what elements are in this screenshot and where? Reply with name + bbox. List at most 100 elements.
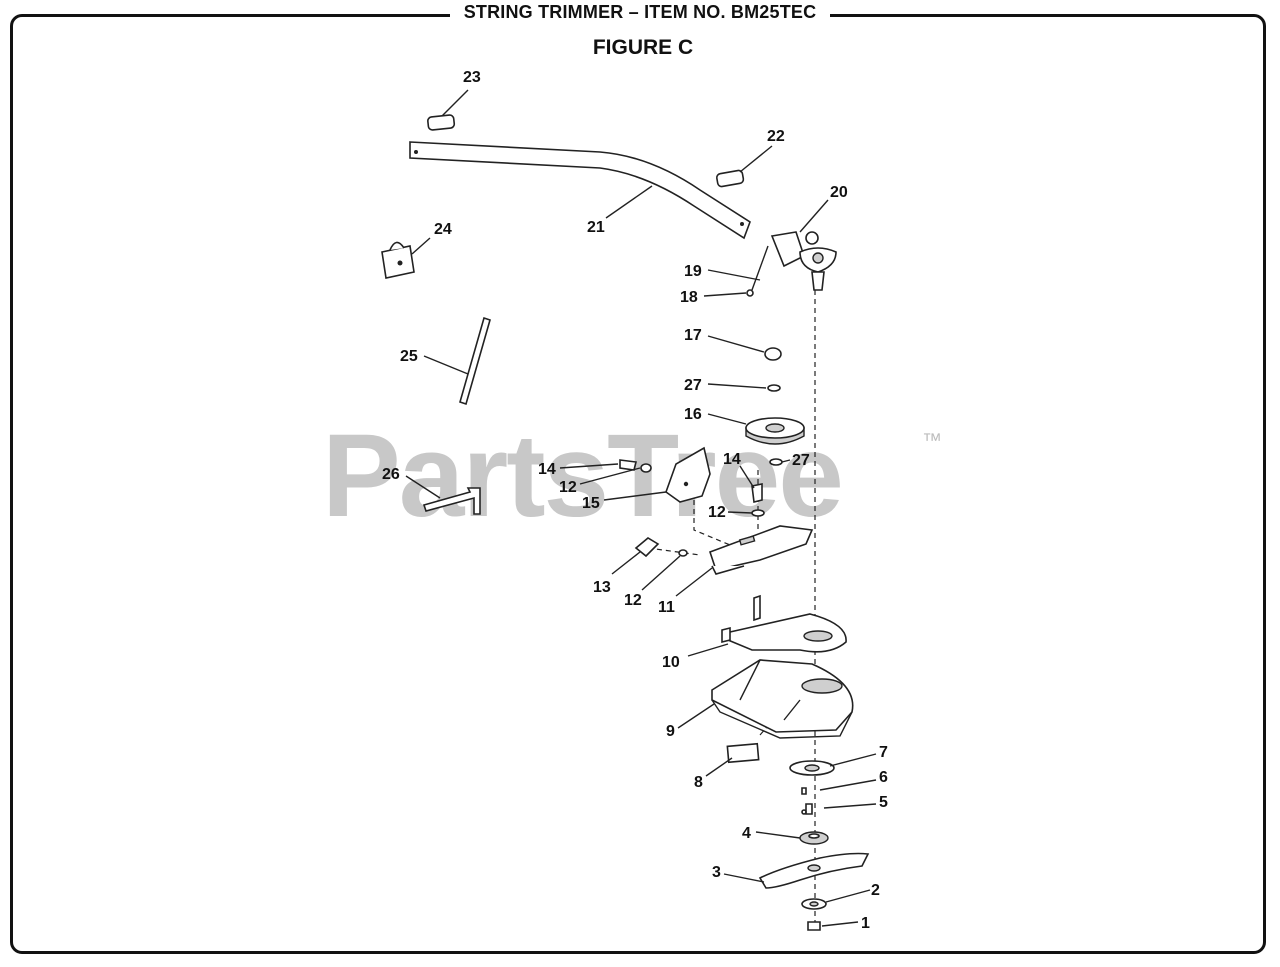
leader-3 (723, 873, 765, 883)
callout-22: 22 (767, 128, 785, 145)
leader-27-lower (781, 459, 791, 463)
callout-12-bracket: 12 (624, 592, 642, 609)
part-4-adapter (799, 831, 829, 845)
part-1-nut (807, 921, 821, 931)
callout-10: 10 (662, 654, 680, 671)
callout-15: 15 (582, 495, 600, 512)
leader-22 (739, 145, 773, 173)
leader-15 (603, 491, 667, 501)
part-9-blade-guard (711, 659, 854, 739)
part-8-label (726, 742, 760, 764)
leader-12-right (727, 511, 753, 514)
part-7-washer-plate (789, 760, 835, 776)
callout-13: 13 (593, 579, 611, 596)
part-12-washer-bracket (678, 549, 688, 557)
callout-27-lower: 27 (792, 452, 810, 469)
part-14-bolt-right (751, 483, 763, 503)
part-20-gear-head (770, 231, 837, 291)
tube-hole-end (740, 222, 744, 226)
part-23-label (427, 114, 456, 131)
part-12-washer-right (751, 509, 765, 517)
part-11-bracket (708, 525, 814, 575)
callout-23: 23 (463, 69, 481, 86)
part-17-cap (764, 347, 782, 361)
leader-6 (819, 779, 877, 791)
leader-14-right (739, 465, 755, 489)
leader-17 (707, 335, 765, 353)
part-6-pin (801, 787, 807, 795)
leader-1 (821, 921, 859, 927)
leader-4 (755, 831, 801, 839)
leader-25 (423, 355, 469, 375)
leader-5 (823, 803, 877, 809)
callout-16: 16 (684, 406, 702, 423)
tube-hole (414, 150, 418, 154)
part-14-bolt-left (619, 459, 637, 471)
guard-hole (683, 481, 689, 487)
leader-13 (611, 551, 641, 575)
part-27-washer-lower (769, 458, 783, 466)
part-26-hex-key (422, 487, 481, 515)
part-5-key (805, 803, 813, 815)
callout-5: 5 (879, 794, 888, 811)
part-3-blade (758, 852, 870, 889)
callout-8: 8 (694, 774, 703, 791)
leader-12-left (579, 467, 641, 485)
part-18-nut (746, 289, 754, 297)
leader-23 (441, 89, 469, 117)
callout-9: 9 (666, 723, 675, 740)
part-19-screw (751, 245, 769, 291)
leader-11 (675, 567, 713, 597)
leader-10 (687, 643, 729, 657)
watermark-trademark: ™ (922, 430, 942, 452)
callout-24: 24 (434, 221, 452, 238)
callout-14-right: 14 (723, 451, 741, 468)
leader-2 (825, 889, 871, 903)
callout-4: 4 (742, 825, 751, 842)
leader-18 (703, 292, 747, 297)
callout-19: 19 (684, 263, 702, 280)
callout-14-left: 14 (538, 461, 556, 478)
part-13-nut (634, 537, 660, 558)
part-10-mounting-plate (721, 594, 847, 653)
part-6-ring (801, 809, 807, 815)
callout-6: 6 (879, 769, 888, 786)
callout-25: 25 (400, 348, 418, 365)
leader-26 (405, 475, 441, 499)
callout-2: 2 (871, 882, 880, 899)
leader-9 (677, 703, 715, 729)
callout-7: 7 (879, 744, 888, 761)
part-25-rod (459, 316, 491, 406)
assembly-axis-bracket (647, 547, 701, 556)
part-27-washer-upper (767, 384, 781, 392)
callout-12-right: 12 (708, 504, 726, 521)
part-16-knob (745, 417, 805, 445)
leader-7 (829, 753, 877, 767)
leader-16 (707, 413, 747, 425)
leader-19 (707, 269, 761, 281)
leader-14-left (559, 463, 619, 469)
part-2-washer (801, 898, 827, 910)
leader-24 (411, 237, 431, 255)
callout-3: 3 (712, 864, 721, 881)
part-24-clamp (381, 241, 415, 279)
leader-12-bracket (641, 555, 681, 591)
callout-20: 20 (830, 184, 848, 201)
part-21-handle-tube (409, 141, 751, 240)
callout-18: 18 (680, 289, 698, 306)
callout-27-upper: 27 (684, 377, 702, 394)
callout-17: 17 (684, 327, 702, 344)
callout-21: 21 (587, 219, 605, 236)
leader-21 (605, 185, 653, 219)
part-15-guard-plate (665, 446, 711, 503)
part-12-washer-left (640, 463, 652, 473)
leader-8 (705, 757, 733, 777)
assembly-axis-guard (693, 500, 731, 546)
callout-26: 26 (382, 466, 400, 483)
callout-12-left: 12 (559, 479, 577, 496)
figure-label: FIGURE C (592, 36, 694, 59)
callout-11: 11 (658, 599, 675, 616)
leader-27-upper (707, 383, 767, 389)
